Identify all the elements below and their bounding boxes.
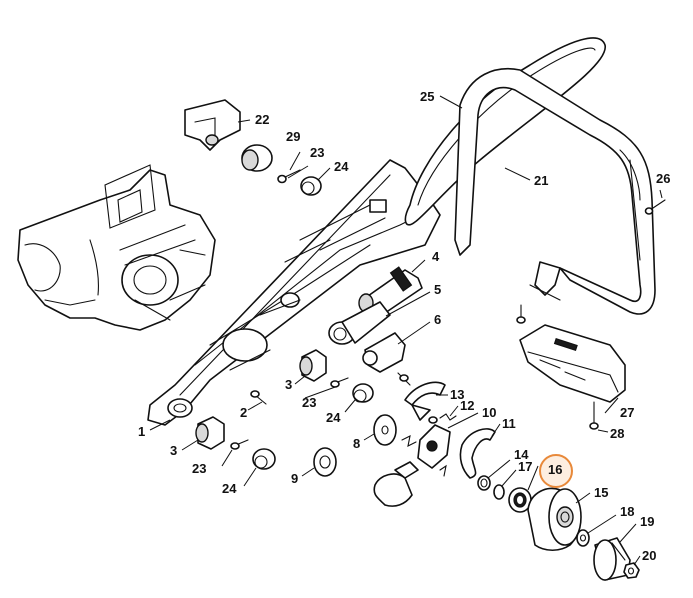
callout-3-low[interactable]: 3 bbox=[170, 443, 178, 458]
cutting-arm bbox=[147, 159, 441, 426]
lower-clutch-shoe bbox=[373, 461, 419, 507]
callout-27[interactable]: 27 bbox=[620, 405, 635, 420]
part-9-washer bbox=[313, 447, 337, 477]
part-21-handle-frame bbox=[454, 68, 656, 315]
callout-29[interactable]: 29 bbox=[286, 129, 301, 144]
callout-2[interactable]: 2 bbox=[240, 405, 248, 420]
callout-23-low[interactable]: 23 bbox=[192, 461, 207, 476]
part-3-bushing-low bbox=[195, 416, 225, 450]
part-8-washer bbox=[373, 414, 397, 446]
callout-6[interactable]: 6 bbox=[434, 312, 442, 327]
callout-16[interactable]: 16 bbox=[548, 462, 563, 477]
part-20-nut bbox=[623, 562, 640, 579]
part-26-screw bbox=[644, 199, 666, 215]
callout-5[interactable]: 5 bbox=[434, 282, 442, 297]
callout-3-mid[interactable]: 3 bbox=[285, 377, 293, 392]
part-28-screw bbox=[589, 401, 599, 430]
leader-lines bbox=[149, 95, 663, 566]
callout-1[interactable]: 1 bbox=[138, 424, 146, 439]
part-23-screw-low bbox=[230, 439, 249, 450]
callout-19[interactable]: 19 bbox=[640, 514, 655, 529]
part-13-clutch-shoe bbox=[404, 381, 446, 421]
part-25-belt bbox=[404, 37, 606, 226]
part-24-cap-mid bbox=[352, 383, 374, 403]
handle-screw bbox=[516, 304, 526, 324]
part-18-washer bbox=[576, 529, 590, 547]
callout-25[interactable]: 25 bbox=[420, 89, 435, 104]
callout-14[interactable]: 14 bbox=[514, 447, 529, 462]
part-14-circlip bbox=[477, 475, 491, 491]
part-27-handle-block bbox=[519, 324, 626, 403]
part-5-tensioner bbox=[328, 301, 391, 345]
engine-housing bbox=[17, 164, 216, 331]
callout-12[interactable]: 12 bbox=[460, 398, 475, 413]
callout-13[interactable]: 13 bbox=[450, 387, 465, 402]
callout-24-top[interactable]: 24 bbox=[334, 159, 349, 174]
part-23-screw-top bbox=[277, 169, 301, 184]
part-16-bearing bbox=[508, 487, 532, 513]
callout-9[interactable]: 9 bbox=[291, 471, 299, 486]
callout-23-top[interactable]: 23 bbox=[310, 145, 325, 160]
part-15-clutch-drum bbox=[527, 487, 582, 552]
part-10-clutch-hub bbox=[401, 424, 451, 477]
part-29-bushing bbox=[241, 144, 273, 172]
callout-11[interactable]: 11 bbox=[502, 416, 516, 431]
callout-10[interactable]: 10 bbox=[482, 405, 497, 420]
part-24-cap-low bbox=[252, 448, 276, 470]
part-16-highlight-ring bbox=[539, 454, 573, 488]
callout-23-mid[interactable]: 23 bbox=[302, 395, 317, 410]
part-22-bracket bbox=[184, 99, 241, 151]
callout-8[interactable]: 8 bbox=[353, 436, 361, 451]
callout-26[interactable]: 26 bbox=[656, 171, 671, 186]
part-12-spring bbox=[428, 413, 457, 424]
part-3-bushing-mid bbox=[299, 349, 327, 382]
part-11-clutch-shoe bbox=[459, 428, 496, 479]
callout-24-mid[interactable]: 24 bbox=[326, 410, 341, 425]
callout-28[interactable]: 28 bbox=[610, 426, 625, 441]
callout-4[interactable]: 4 bbox=[432, 249, 440, 264]
part-4-shaft bbox=[358, 266, 423, 314]
callout-22[interactable]: 22 bbox=[255, 112, 270, 127]
part-24-cap-top bbox=[300, 176, 322, 196]
callout-17[interactable]: 17 bbox=[518, 459, 533, 474]
part-17-ring bbox=[493, 484, 505, 500]
callout-18[interactable]: 18 bbox=[620, 504, 635, 519]
part-23-screw-mid bbox=[330, 377, 349, 388]
callout-20[interactable]: 20 bbox=[642, 548, 657, 563]
callout-21[interactable]: 21 bbox=[534, 173, 549, 188]
callout-15[interactable]: 15 bbox=[594, 485, 609, 500]
part-2-screw bbox=[250, 390, 267, 405]
part-19-pulley bbox=[593, 537, 631, 581]
part-6-clamp bbox=[362, 332, 411, 386]
callout-24-low[interactable]: 24 bbox=[222, 481, 237, 496]
